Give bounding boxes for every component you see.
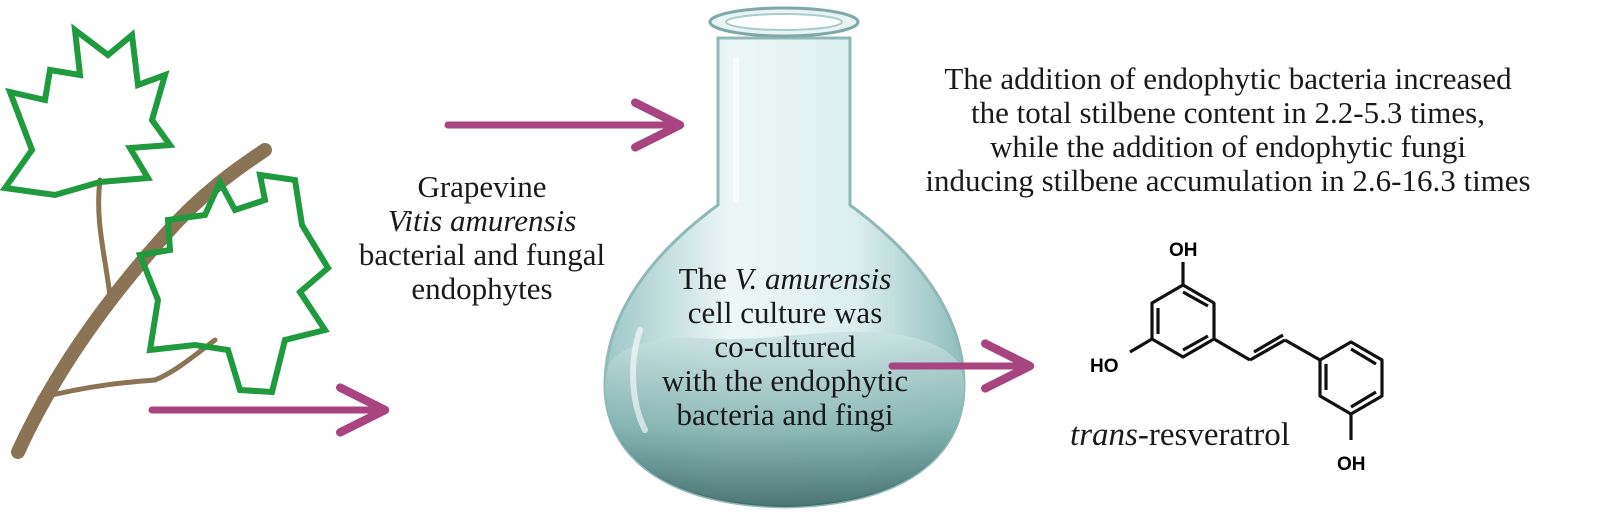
grape-leaf-upper (0, 23, 176, 199)
grape-leaf-lower (135, 171, 332, 396)
result-text-line-3: while the addition of endophytic fungi (989, 129, 1467, 164)
result-text: The addition of endophytic bacteria incr… (858, 62, 1598, 198)
flask-label-line-1-italic: V. amurensis (734, 261, 892, 296)
grapevine-branch (11, 143, 272, 459)
product-name: trans-resveratrol (1040, 418, 1320, 452)
result-text-line-4: inducing stilbene accumulation in 2.6-16… (925, 163, 1531, 198)
product-name-rest: -resveratrol (1137, 417, 1290, 453)
hydroxyl-bottom-label: OH (1337, 454, 1366, 475)
source-label: Grapevine Vitis amurensis bacterial and … (322, 170, 642, 306)
result-text-line-1: The addition of endophytic bacteria incr… (944, 61, 1512, 96)
source-label-line-1: Grapevine (417, 169, 547, 204)
source-label-line-3: bacterial and fungal (358, 237, 606, 272)
source-label-line-2: Vitis amurensis (387, 203, 577, 238)
flask-label-line-4: with the endophytic (661, 363, 909, 398)
flask-label: The V. amurensis cell culture was co-cul… (610, 262, 960, 432)
resveratrol-structure (1129, 262, 1384, 440)
flask (603, 6, 966, 509)
flask-label-line-3: co-cultured (714, 329, 856, 364)
product-name-italic: trans (1070, 417, 1138, 453)
flask-label-line-5: bacteria and fingi (676, 397, 894, 432)
source-label-line-4: endophytes (411, 271, 553, 306)
result-text-line-2: the total stilbene content in 2.2-5.3 ti… (971, 95, 1485, 130)
hydroxyl-top-label: OH (1169, 240, 1198, 261)
hydroxyl-left-label: HO (1090, 356, 1119, 377)
flask-label-line-1-plain: The (678, 261, 735, 296)
flask-label-line-2: cell culture was (687, 295, 883, 330)
